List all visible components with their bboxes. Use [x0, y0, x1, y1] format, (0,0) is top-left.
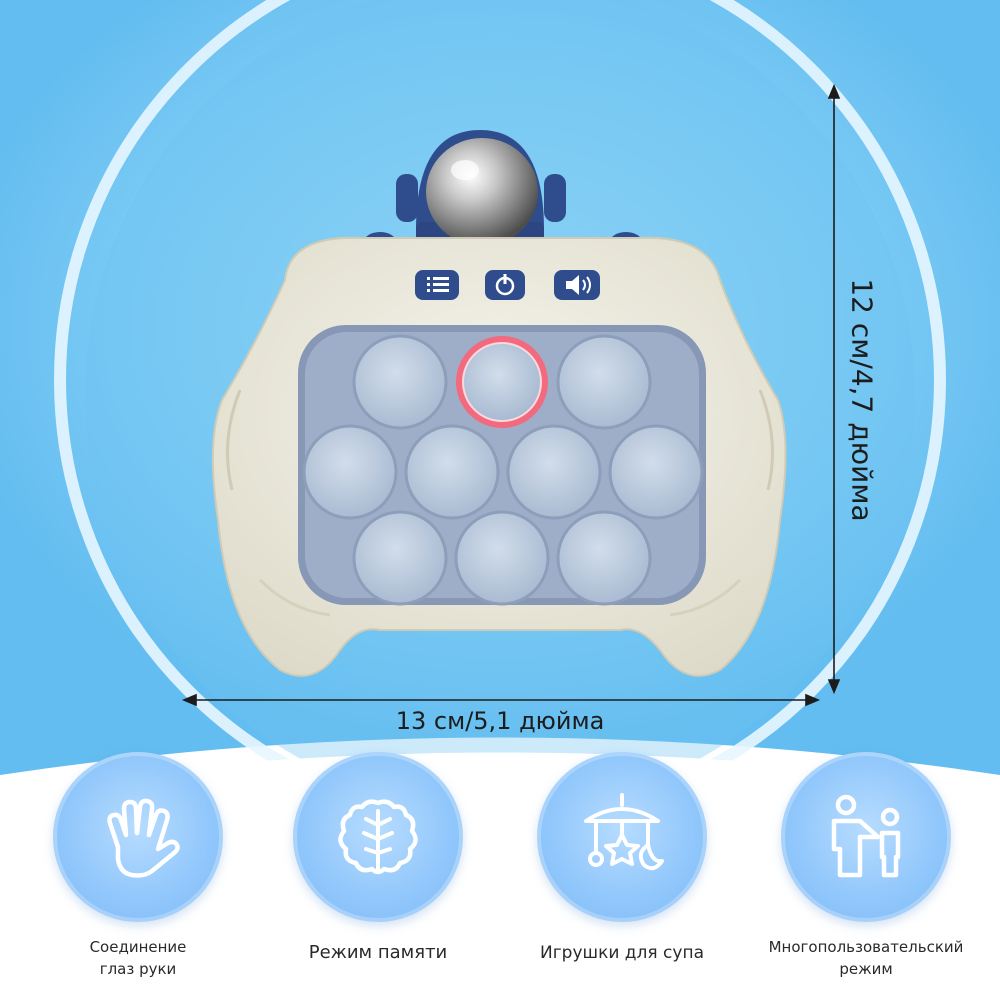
bubble	[404, 424, 500, 520]
sound-button	[554, 270, 600, 300]
feature-circle	[53, 752, 223, 922]
bubble	[556, 510, 652, 606]
parent-child-icon	[831, 794, 901, 878]
bubble	[302, 424, 398, 520]
bubble	[608, 424, 704, 520]
hand-icon	[107, 798, 180, 878]
feature-circle	[537, 752, 707, 922]
bubble	[506, 424, 602, 520]
astronaut-head	[396, 130, 566, 252]
baby-mobile-icon	[584, 793, 664, 871]
bubble	[556, 334, 652, 430]
pop-it-game-console	[211, 130, 787, 677]
feature-multiplayer: Многопользовательский режим	[756, 752, 976, 980]
feature-toys: Игрушки для супа	[512, 752, 732, 964]
feature-hand-eye: Соединение глаз руки	[28, 752, 248, 980]
brain-icon	[338, 799, 418, 875]
feature-circle	[781, 752, 951, 922]
feature-circle	[293, 752, 463, 922]
feature-label: Соединение глаз руки	[89, 938, 187, 978]
feature-label: Многопользовательский режим	[768, 938, 964, 978]
power-button	[485, 270, 525, 300]
bubble-grid	[302, 334, 704, 606]
bubble	[454, 510, 550, 606]
bubble	[352, 334, 448, 430]
width-dimension-line	[181, 693, 821, 707]
feature-memory-mode: Режим памяти	[268, 752, 488, 964]
height-dimension-text: 12 см/4,7 дюйма	[845, 278, 879, 522]
feature-label: Режим памяти	[308, 942, 448, 963]
width-dimension-label: 13 см/5,1 дюйма	[395, 707, 605, 735]
height-dimension-line	[827, 83, 841, 695]
feature-label: Игрушки для супа	[540, 943, 704, 963]
menu-button	[415, 270, 459, 300]
bubble	[352, 510, 448, 606]
